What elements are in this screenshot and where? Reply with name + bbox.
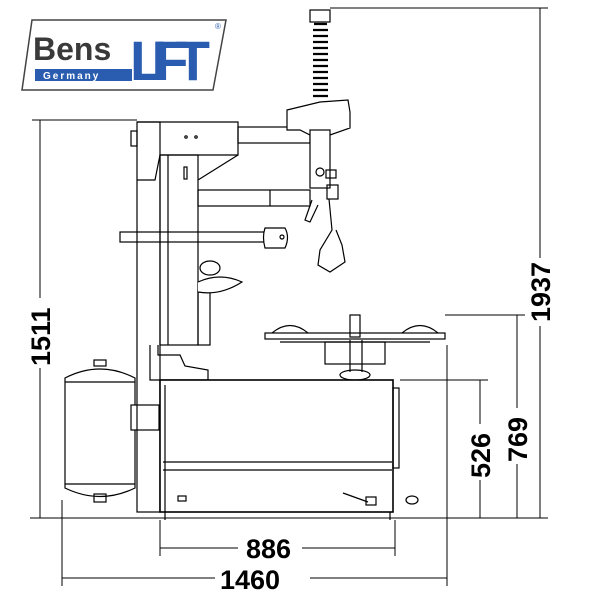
tool-head [286, 99, 351, 273]
base-cabinet [159, 379, 419, 520]
logo-lift-text: LIFT [130, 29, 210, 92]
helper-spring [309, 9, 331, 98]
dim-turntable-height: 769 [503, 417, 533, 462]
turntable [264, 314, 446, 381]
benslift-logo: Bens Germany LIFT ® [21, 19, 227, 92]
dim-column-height: 1511 [26, 307, 56, 366]
dim-total-height: 1937 [526, 262, 556, 322]
dim-cabinet-height: 526 [466, 433, 496, 478]
logo-bens-text: Bens [33, 31, 111, 67]
air-tank [64, 359, 160, 503]
dim-total-width: 1460 [220, 565, 280, 595]
dim-cabinet-width: 886 [246, 534, 291, 564]
logo-germany-text: Germany [43, 71, 100, 82]
machine-outline [64, 9, 446, 520]
mount-arm [119, 126, 311, 294]
registered-mark: ® [215, 22, 221, 31]
